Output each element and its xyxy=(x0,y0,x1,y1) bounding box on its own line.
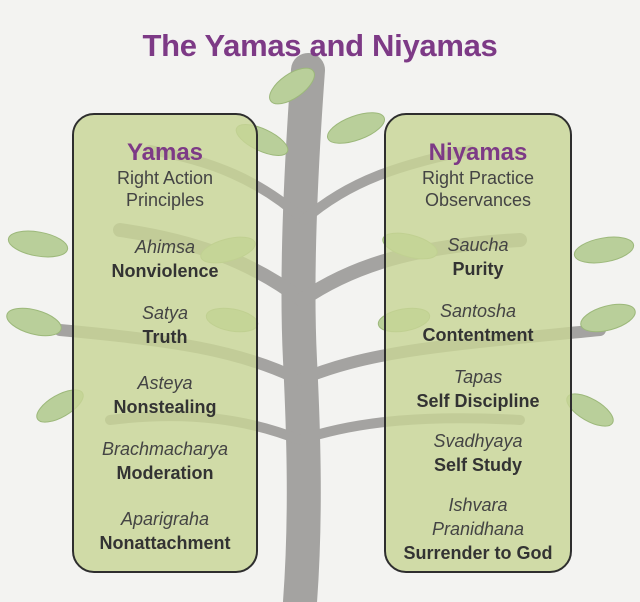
niyamas-heading: Niyamas xyxy=(428,139,528,166)
niyama-term: Ishvara xyxy=(448,495,508,515)
tree-trunk xyxy=(281,53,325,602)
yamas-subtitle-line2: Principles xyxy=(125,190,205,210)
niyama-item: Svadhyaya Self Study xyxy=(386,429,570,477)
yama-meaning: Nonviolence xyxy=(111,261,219,281)
niyamas-subtitle-line2: Observances xyxy=(424,190,532,210)
yama-item: Aparigraha Nonattachment xyxy=(74,507,256,555)
niyama-term: Tapas xyxy=(453,367,503,387)
niyama-meaning: Contentment xyxy=(422,325,534,345)
yama-term: Asteya xyxy=(137,373,193,393)
yama-term: Satya xyxy=(141,303,189,323)
niyama-item: Tapas Self Discipline xyxy=(386,365,570,413)
yamas-heading: Yamas xyxy=(126,139,204,166)
niyama-term-line2: Pranidhana xyxy=(431,519,525,539)
niyama-item: Ishvara Pranidhana Surrender to God xyxy=(386,493,570,565)
tree-leaf xyxy=(7,230,69,258)
tree-leaf xyxy=(580,303,636,333)
yama-item: Ahimsa Nonviolence xyxy=(74,235,256,283)
niyama-term: Saucha xyxy=(447,235,509,255)
yama-item: Brachmacharya Moderation xyxy=(74,437,256,485)
yama-meaning: Truth xyxy=(142,327,188,347)
niyama-meaning: Self Study xyxy=(433,455,522,475)
niyama-meaning: Purity xyxy=(452,259,504,279)
page-title: The Yamas and Niyamas xyxy=(142,28,498,63)
yama-meaning: Nonstealing xyxy=(113,397,217,417)
niyama-meaning: Surrender to God xyxy=(403,543,553,563)
yama-term: Aparigraha xyxy=(120,509,210,529)
niyama-term: Svadhyaya xyxy=(433,431,523,451)
yama-term: Ahimsa xyxy=(134,237,196,257)
yama-meaning: Nonattachment xyxy=(99,533,231,553)
tree-leaf xyxy=(269,67,315,105)
niyamas-subtitle-line1: Right Practice xyxy=(421,168,535,188)
niyama-item: Santosha Contentment xyxy=(386,299,570,347)
yamas-panel: Yamas Right Action Principles Ahimsa Non… xyxy=(72,113,258,573)
niyamas-panel: Niyamas Right Practice Observances Sauch… xyxy=(384,113,572,573)
yama-meaning: Moderation xyxy=(116,463,214,483)
tree-leaf xyxy=(327,112,385,144)
niyama-item: Saucha Purity xyxy=(386,233,570,281)
niyama-term: Santosha xyxy=(439,301,517,321)
niyama-meaning: Self Discipline xyxy=(416,391,540,411)
yamas-subtitle-line1: Right Action xyxy=(116,168,214,188)
yama-term: Brachmacharya xyxy=(101,439,229,459)
tree-leaf xyxy=(6,307,62,337)
yama-item: Asteya Nonstealing xyxy=(74,371,256,419)
tree-leaf xyxy=(573,236,635,264)
yama-item: Satya Truth xyxy=(74,301,256,349)
